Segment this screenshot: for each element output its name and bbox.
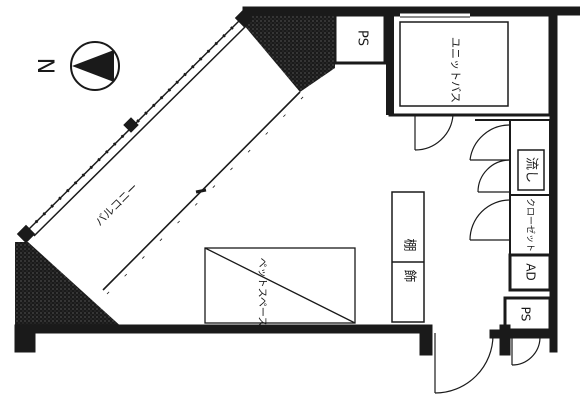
corner-wall-top [243,8,335,92]
closet-label: クローゼット [525,198,537,252]
sash-window [102,91,305,295]
ad-label: AD [524,263,538,280]
right-column [475,119,551,256]
sink-label: 流し [524,157,539,183]
unit-bath [386,12,552,117]
entrance-doors [434,333,541,394]
pet-space [204,247,356,324]
ps-bottom-label: PS [519,307,533,322]
ps-bottom-box [503,296,552,332]
shelf-label-2: 飾 [402,269,417,282]
shelf-column [391,191,425,323]
ad-box [508,253,552,292]
north-label: N [32,58,57,74]
balcony-railing [16,8,254,244]
north-arrow-icon [70,41,120,91]
balcony-label: バルコニー [93,181,141,229]
ps-top-label: PS [355,30,370,46]
bath-door [414,114,454,151]
closet-doors [469,124,511,241]
shelf-label-1: 棚 [402,238,417,251]
unit-bath-label: ユニットバス [449,37,462,103]
walls [14,6,580,356]
ps-top-box [333,13,387,65]
pet-space-label: ペットスペース [256,258,267,327]
